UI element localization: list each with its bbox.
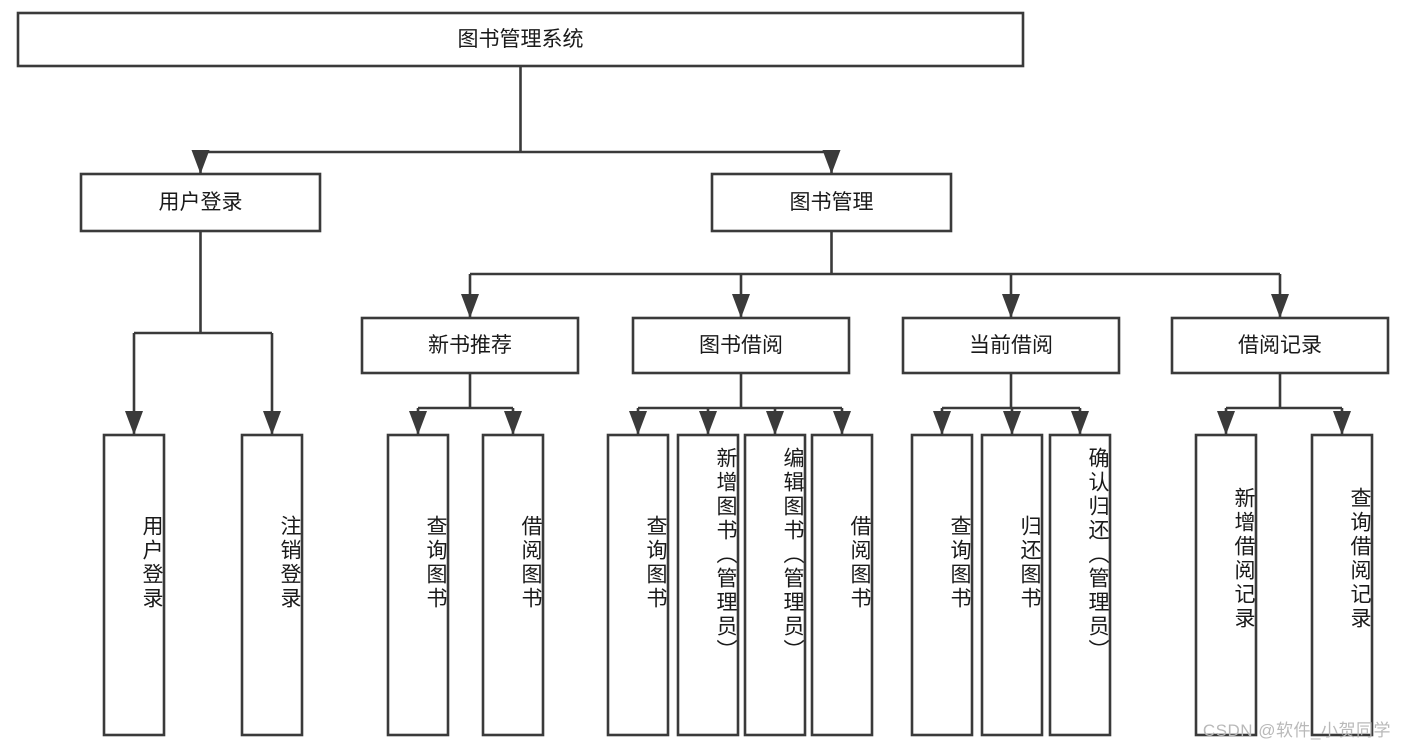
- node-user-login[interactable]: [79, 172, 322, 233]
- node-leaf-add-record[interactable]: [1194, 433, 1258, 737]
- arrow-head-icon: [1071, 411, 1089, 435]
- arrow-head-icon: [822, 150, 841, 174]
- node-leaf-edit-book[interactable]: [743, 433, 807, 737]
- arrow-head-icon: [1003, 411, 1021, 435]
- node-book-manage[interactable]: [710, 172, 953, 233]
- node-borrow-record-label: 借阅记录: [1238, 334, 1322, 357]
- box-layer: [16, 11, 1390, 737]
- node-book-borrow[interactable]: [631, 316, 851, 375]
- node-leaf-query-book[interactable]: [606, 433, 670, 737]
- arrow-head-icon: [125, 411, 143, 435]
- node-leaf-confirm-return[interactable]: [1048, 433, 1112, 737]
- node-user-login-label: 用户登录: [159, 191, 243, 214]
- node-new-book-recommend-label: 新书推荐: [428, 334, 512, 357]
- arrow-head-icon: [629, 411, 647, 435]
- node-borrow-record[interactable]: [1170, 316, 1390, 375]
- arrow-head-icon: [191, 150, 210, 174]
- node-leaf-logout[interactable]: [240, 433, 304, 737]
- node-leaf-add-book[interactable]: [676, 433, 740, 737]
- node-current-borrow-label: 当前借阅: [969, 334, 1053, 357]
- arrow-head-icon: [699, 411, 717, 435]
- watermark: CSDN @软件_小贺同学: [1202, 721, 1391, 740]
- arrow-head-icon: [833, 411, 851, 435]
- node-root[interactable]: [16, 11, 1025, 68]
- arrow-head-icon: [933, 411, 951, 435]
- node-leaf-return-book[interactable]: [980, 433, 1044, 737]
- node-leaf-user-login[interactable]: [102, 433, 166, 737]
- node-book-borrow-label: 图书借阅: [699, 334, 783, 357]
- node-leaf-query-book-rec[interactable]: [386, 433, 450, 737]
- arrow-head-icon: [461, 294, 479, 318]
- arrow-head-icon: [409, 411, 427, 435]
- node-book-manage-label: 图书管理: [790, 191, 874, 214]
- arrow-head-icon: [766, 411, 784, 435]
- node-root-label: 图书管理系统: [458, 28, 584, 51]
- node-leaf-borrow-book[interactable]: [810, 433, 874, 737]
- arrow-head-icon: [1333, 411, 1351, 435]
- node-current-borrow[interactable]: [901, 316, 1121, 375]
- arrow-head-icon: [1002, 294, 1020, 318]
- node-leaf-query-book-cur[interactable]: [910, 433, 974, 737]
- node-leaf-borrow-book-rec[interactable]: [481, 433, 545, 737]
- arrow-head-icon: [263, 411, 281, 435]
- node-new-book-recommend[interactable]: [360, 316, 580, 375]
- node-leaf-query-record[interactable]: [1310, 433, 1374, 737]
- connector-layer: [125, 66, 1351, 435]
- arrow-head-icon: [1271, 294, 1289, 318]
- arrow-head-icon: [504, 411, 522, 435]
- arrow-head-icon: [1217, 411, 1235, 435]
- arrow-head-icon: [732, 294, 750, 318]
